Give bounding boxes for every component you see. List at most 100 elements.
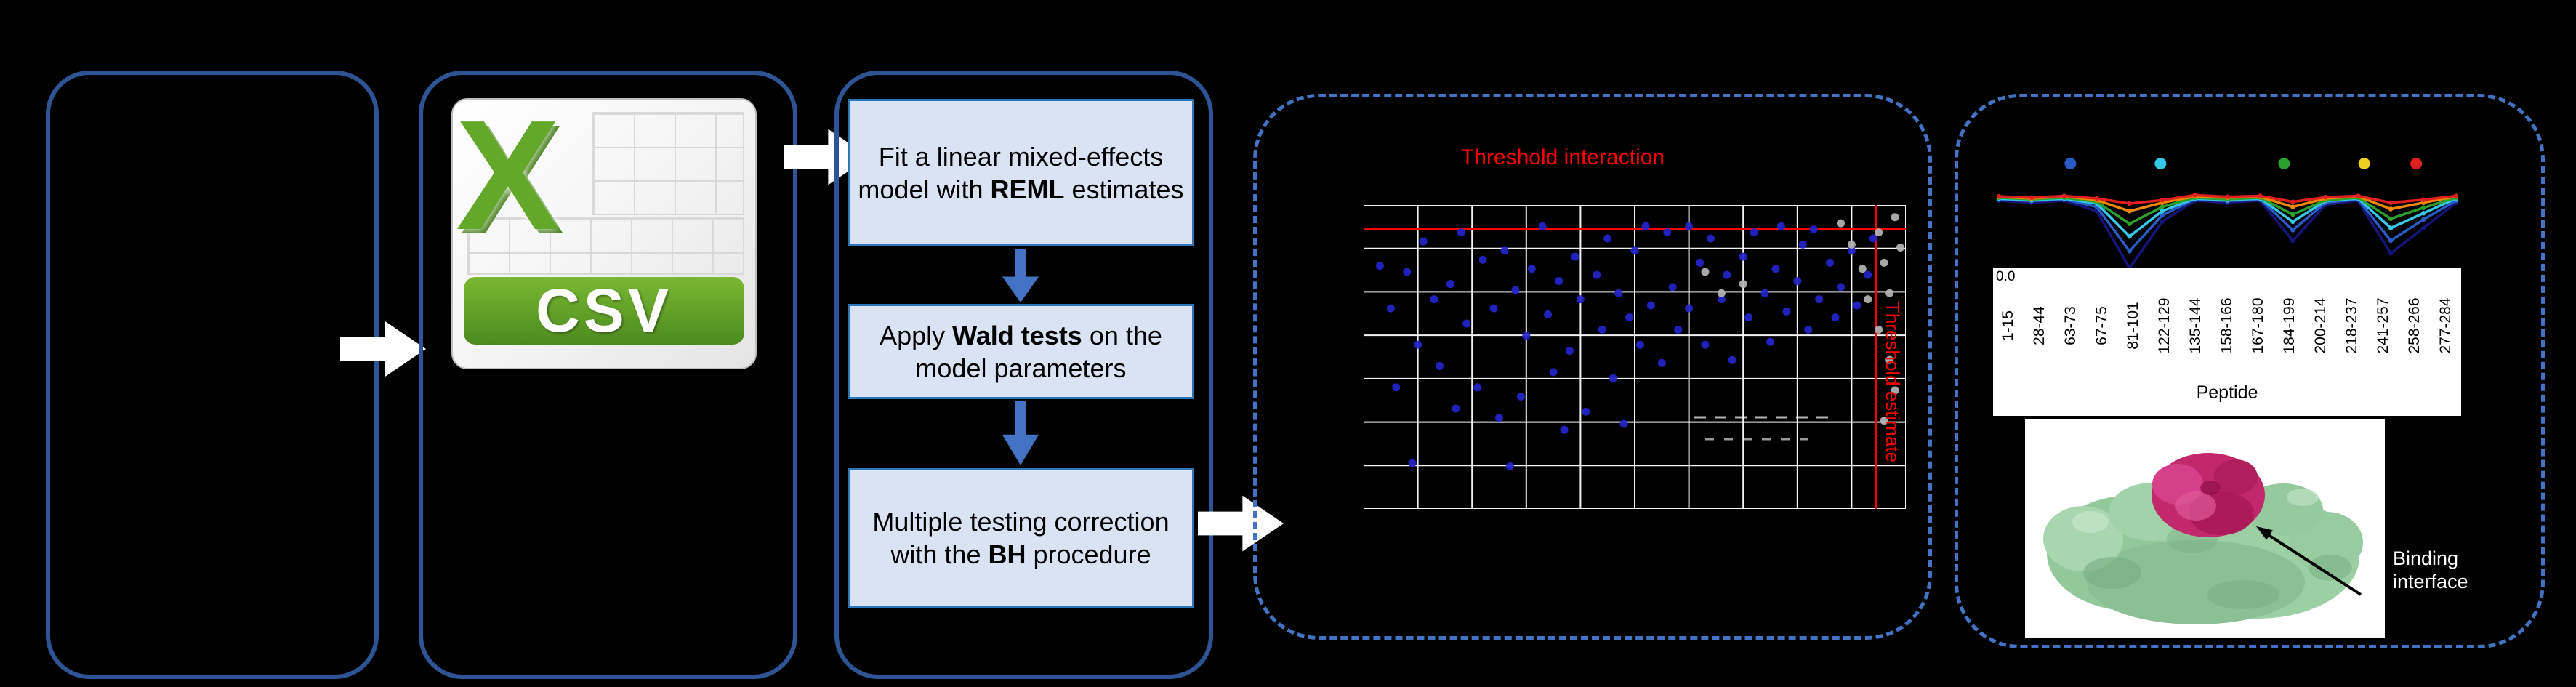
scatter-point	[1864, 295, 1872, 304]
scatter-point	[1593, 270, 1601, 279]
scatter-point	[1885, 355, 1894, 364]
scatter-point	[1674, 325, 1683, 334]
scatter-point	[1880, 258, 1888, 267]
scatter-point	[1815, 295, 1824, 304]
scatter-point	[1446, 280, 1454, 289]
scatter-point	[1723, 270, 1731, 279]
scatter-point	[1831, 313, 1840, 322]
scatter-point	[1576, 295, 1585, 304]
scatter-point	[1555, 277, 1563, 285]
scatter-point	[1462, 319, 1471, 328]
peptide-tick-label: 218-237	[2343, 297, 2360, 354]
scatter-point	[1728, 355, 1736, 364]
uptake-line-chart	[1996, 158, 2459, 270]
scatter-point	[1614, 289, 1623, 297]
peptide-tick-label: 122-129	[2156, 297, 2173, 354]
timepoint-legend-dot	[2410, 158, 2423, 169]
process-box-wald-tests: Apply Wald tests on the model parameters	[848, 304, 1194, 399]
panel-csv: X CSV	[419, 71, 797, 679]
scatter-point	[1864, 270, 1872, 279]
scatter-point	[1701, 340, 1710, 349]
panel-experiment	[46, 71, 379, 679]
scatter-point	[1386, 304, 1395, 313]
scatter-point	[1582, 407, 1590, 416]
timepoint-legend-dot	[2154, 158, 2167, 169]
uptake-series-point	[2388, 216, 2394, 222]
scatter-point	[1891, 213, 1899, 222]
scatter-point	[1782, 307, 1791, 316]
scatter-point	[1630, 246, 1639, 255]
scatter-point	[1641, 222, 1650, 230]
peptide-tick-label: 258-266	[2406, 297, 2423, 354]
peptide-tick-label: 63-73	[2062, 306, 2079, 345]
peptide-tick-label: 167-180	[2250, 297, 2266, 354]
scatter-point	[1408, 459, 1417, 467]
scatter-point	[1663, 228, 1672, 237]
scatter-point	[1766, 337, 1774, 346]
csv-banner-label: CSV	[463, 276, 745, 345]
scatter-point	[1549, 368, 1558, 377]
uptake-series-point	[2420, 211, 2426, 216]
scatter-point	[1571, 252, 1579, 261]
scatter-point	[1793, 277, 1802, 285]
scatter-point	[1489, 304, 1498, 313]
scatter-point	[1419, 237, 1428, 246]
uptake-series-point	[2290, 204, 2295, 209]
scatter-point	[1701, 268, 1710, 276]
scatter-point	[1478, 255, 1487, 264]
scatter-point	[1516, 392, 1525, 401]
uptake-series-point	[2160, 219, 2165, 225]
scatter-point	[1776, 222, 1785, 230]
uptake-series-point	[2127, 209, 2132, 214]
scatter-point	[1869, 234, 1877, 243]
scatter-point	[1668, 283, 1677, 292]
scatter-point	[1847, 246, 1856, 255]
peptide-tick-label: 1-15	[2000, 310, 2016, 342]
scatter-point	[1760, 289, 1769, 297]
panel-scatter-result	[1253, 94, 1932, 640]
threshold-interaction-label: Threshold interaction	[1460, 145, 1665, 169]
scatter-point	[1646, 301, 1655, 310]
uptake-series-point	[2160, 198, 2165, 203]
scatter-point	[1685, 304, 1694, 313]
binding-interface-arrow-icon	[2256, 526, 2362, 596]
scatter-point	[1706, 234, 1715, 243]
process-box-text: Apply Wald tests on the model parameters	[880, 320, 1162, 383]
timepoint-legend-dot	[2278, 158, 2290, 169]
peptide-tick-label: 241-257	[2375, 297, 2391, 354]
uptake-series-point	[2388, 238, 2394, 244]
uptake-series-point	[2290, 199, 2295, 204]
scatter-point	[1565, 347, 1574, 355]
scatter-point	[1875, 325, 1883, 334]
peptide-tick-label: 200-214	[2312, 297, 2329, 354]
scatter-point	[1635, 340, 1644, 349]
scatter-point	[1896, 244, 1905, 252]
scatter-point	[1625, 313, 1634, 322]
scatter-point	[1809, 225, 1818, 233]
uptake-series-point	[2225, 194, 2230, 199]
scatter-point	[1847, 240, 1856, 249]
scatter-point	[1609, 374, 1617, 382]
uptake-series-point	[2420, 205, 2426, 210]
scatter-point	[1544, 310, 1553, 318]
uptake-series-point	[2290, 228, 2295, 233]
binding-interface-region	[2152, 453, 2265, 537]
scatter-point	[1744, 313, 1753, 322]
scatter-point	[1836, 283, 1845, 292]
uptake-series-point	[2094, 196, 2099, 201]
scatter-point	[1603, 234, 1612, 243]
uptake-series-point	[2127, 201, 2132, 206]
scatter-point	[1392, 383, 1401, 392]
scatter-point	[1853, 301, 1861, 310]
uptake-series-point	[2127, 221, 2132, 226]
uptake-series-point	[2192, 193, 2197, 198]
uptake-series-point	[2160, 204, 2165, 209]
scatter-point	[1403, 268, 1412, 276]
process-box-model-fit: Fit a linear mixed-effects model with RE…	[848, 99, 1194, 246]
scatter-point	[1717, 289, 1726, 297]
scatter-point	[1685, 222, 1694, 230]
scatter-point	[1836, 219, 1845, 228]
scatter-point	[1538, 222, 1547, 230]
